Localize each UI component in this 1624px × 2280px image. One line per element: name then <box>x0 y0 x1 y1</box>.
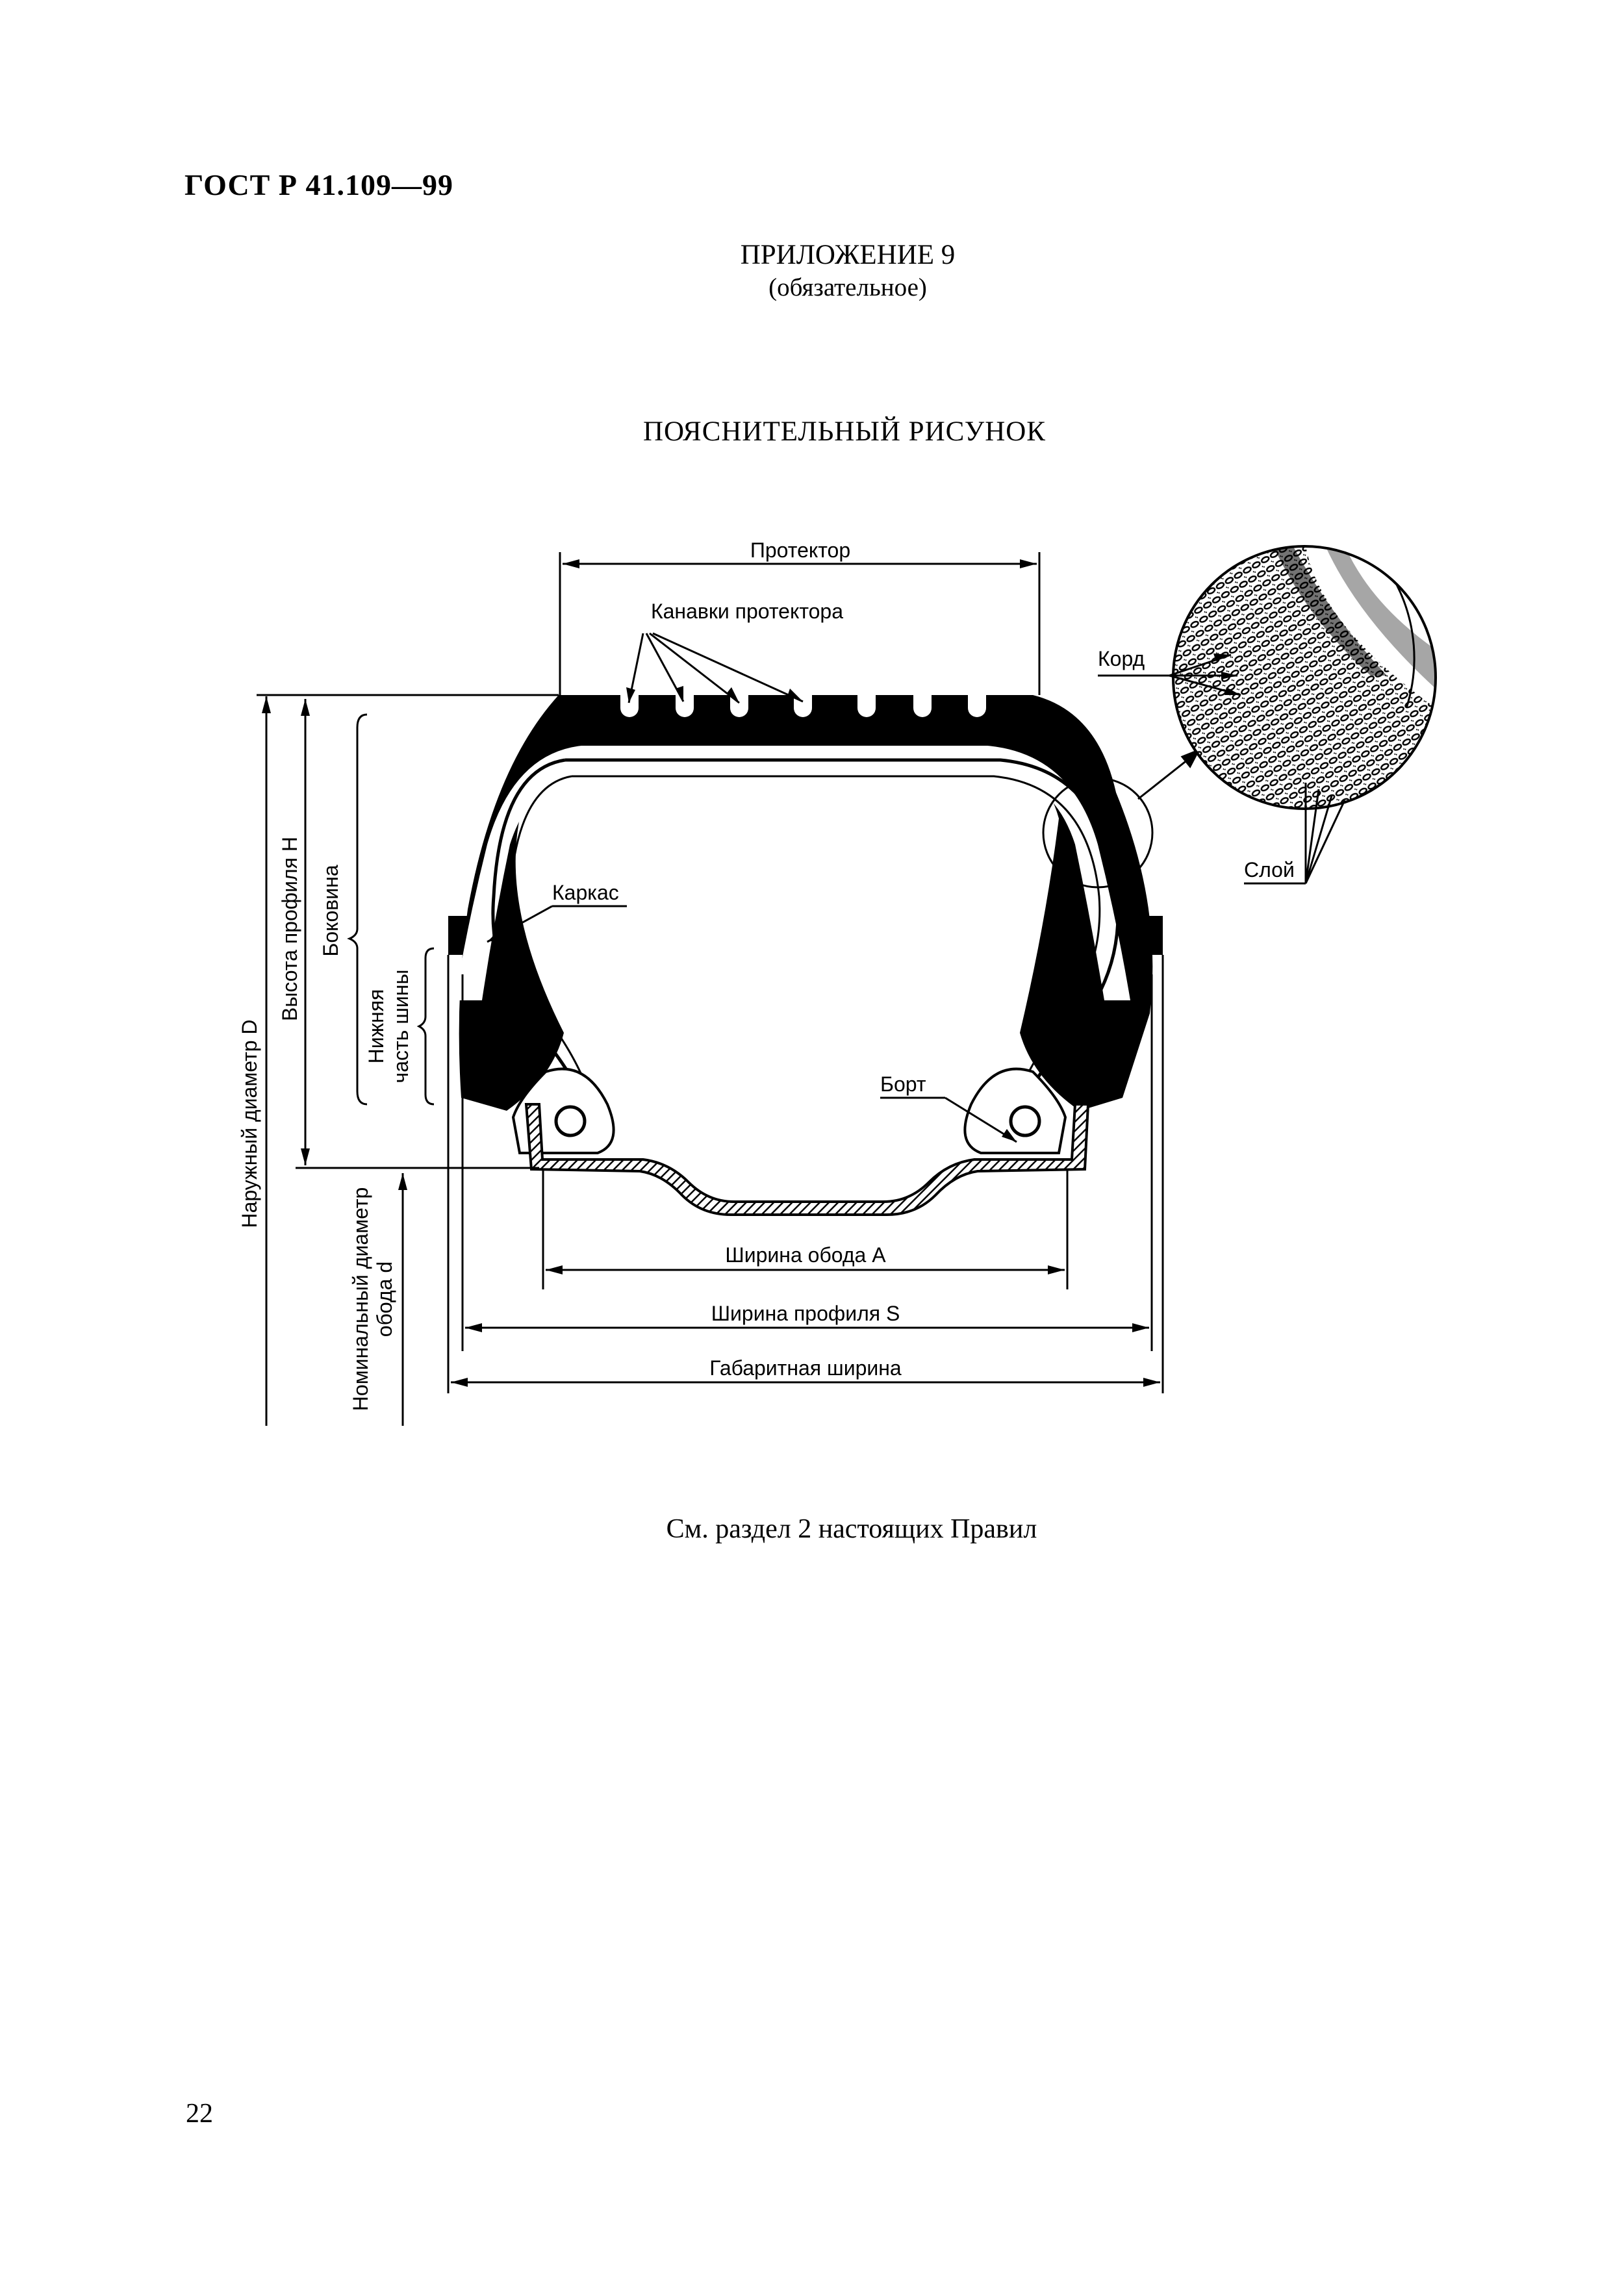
label-section-width: Ширина профиля S <box>711 1302 900 1325</box>
figure-title: ПОЯСНИТЕЛЬНЫЙ РИСУНОК <box>643 416 1046 447</box>
label-lower-area-line2: часть шины <box>389 970 412 1083</box>
appendix-title: ПРИЛОЖЕНИЕ 9 <box>740 240 956 270</box>
label-carcass: Каркас <box>552 881 619 904</box>
label-tread: Протектор <box>750 538 850 562</box>
label-nominal-rim-line1: Номинальный диаметр <box>349 1187 372 1412</box>
label-overall-width: Габаритная ширина <box>709 1356 902 1380</box>
label-rim-width: Ширина обода A <box>725 1243 886 1267</box>
label-bead: Борт <box>880 1072 926 1096</box>
appendix-subtitle: (обязательное) <box>768 273 927 301</box>
label-nominal-rim-line2: обода d <box>373 1261 396 1337</box>
dimension-lines <box>257 552 1346 1426</box>
label-sidewall: Боковина <box>319 865 342 957</box>
detail-arrow <box>1137 748 1201 800</box>
label-cord: Корд <box>1098 647 1145 670</box>
figure-caption: См. раздел 2 настоящих Правил <box>666 1514 1037 1544</box>
carcass-line <box>491 758 1120 1106</box>
bead-right <box>963 1067 1067 1154</box>
label-lower-area-line1: Нижняя <box>364 989 388 1064</box>
label-section-height: Высота профиля H <box>278 837 301 1021</box>
label-tread-grooves: Канавки протектора <box>651 600 843 623</box>
tire-body <box>448 695 1163 1111</box>
arrowheads <box>262 559 1241 1387</box>
cord-detail-zoom <box>1172 545 1437 810</box>
label-ply: Слой <box>1244 858 1295 881</box>
page-number: 22 <box>186 2099 213 2129</box>
document-code: ГОСТ Р 41.109—99 <box>184 168 453 201</box>
rim <box>524 1103 1090 1216</box>
label-outer-diameter: Наружный диаметр D <box>238 1019 261 1228</box>
detail-circle <box>1042 777 1154 889</box>
